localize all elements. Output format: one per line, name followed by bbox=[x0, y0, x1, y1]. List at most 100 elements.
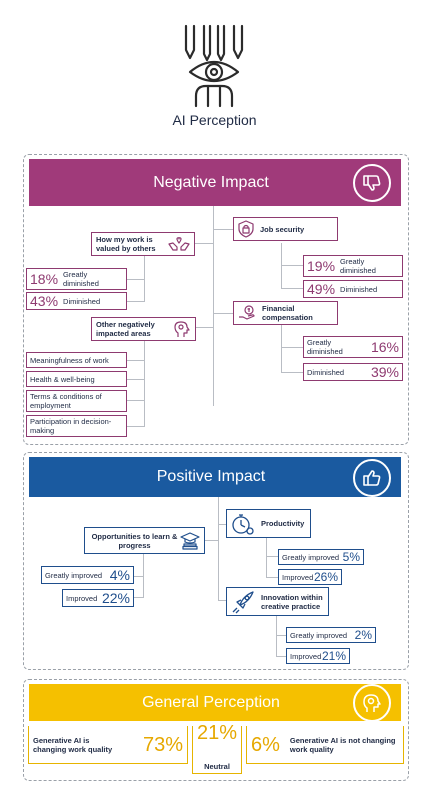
connector-line bbox=[213, 206, 214, 406]
job-security-label: Job security bbox=[260, 224, 305, 234]
productivity-pct: 26% bbox=[313, 570, 338, 584]
connector-line bbox=[281, 288, 303, 289]
not-changing-box: 6% Generative AI is not changing work qu… bbox=[246, 726, 404, 764]
connector-line bbox=[266, 538, 267, 578]
financial-node: Financial compensation bbox=[233, 301, 338, 325]
innovation-item: Greatly improved 2% bbox=[286, 627, 376, 643]
productivity-item-label: Improved bbox=[282, 572, 314, 582]
learn-node: Opportunities to learn & progress bbox=[84, 527, 205, 554]
productivity-item: Greatly improved 5% bbox=[278, 549, 364, 565]
innovation-pct: 21% bbox=[321, 649, 346, 663]
thumbs-up-icon bbox=[353, 459, 391, 497]
job-security-node: Job security bbox=[233, 217, 338, 241]
valued-item-label: Diminished bbox=[63, 296, 101, 306]
connector-line bbox=[213, 313, 233, 314]
financial-item-label: Greatly diminished bbox=[307, 338, 343, 356]
positive-banner: Positive Impact bbox=[29, 457, 401, 497]
valued-pct: 43% bbox=[30, 293, 59, 309]
valued-item-label: Greatly diminished bbox=[63, 270, 99, 288]
changing-label: Generative AI is changing work quality bbox=[33, 735, 113, 754]
productivity-pct: 5% bbox=[342, 550, 360, 564]
other-item-label: Meaningfulness of work bbox=[30, 355, 109, 365]
connector-line bbox=[205, 540, 218, 541]
connector-line bbox=[127, 400, 144, 401]
innovation-pct: 2% bbox=[354, 628, 372, 642]
money-hand-icon bbox=[238, 305, 256, 321]
other-item-label: Participation in decision-making bbox=[30, 417, 112, 435]
innovation-label: Innovation within creative practice bbox=[261, 592, 323, 611]
changing-box: Generative AI is changing work quality 7… bbox=[28, 726, 188, 764]
connector-line bbox=[266, 556, 278, 557]
connector-line bbox=[276, 616, 277, 657]
job-security-item: 49% Diminished bbox=[303, 280, 403, 298]
connector-line bbox=[127, 279, 144, 280]
connector-line bbox=[276, 656, 286, 657]
shield-lock-icon bbox=[238, 220, 254, 238]
connector-line bbox=[281, 324, 282, 373]
innovation-item-label: Greatly improved bbox=[290, 630, 348, 640]
connector-line bbox=[195, 243, 213, 244]
other-node: Other negatively impacted areas bbox=[91, 317, 196, 341]
ai-perception-icon bbox=[182, 24, 246, 108]
connector-line bbox=[127, 379, 144, 380]
connector-line bbox=[196, 327, 213, 328]
learn-item: Improved 22% bbox=[62, 589, 134, 607]
connector-line bbox=[144, 256, 145, 302]
valued-item: 18% Greatly diminished bbox=[26, 268, 127, 290]
financial-item: Greatly diminished 16% bbox=[303, 336, 403, 358]
connector-line bbox=[213, 229, 233, 230]
productivity-item-label: Greatly improved bbox=[282, 552, 340, 562]
innovation-item: Improved 21% bbox=[286, 648, 350, 664]
thumbs-down-icon bbox=[353, 164, 391, 202]
connector-line bbox=[281, 347, 303, 348]
job-security-pct: 49% bbox=[307, 281, 336, 297]
job-security-item-label: Greatly diminished bbox=[340, 257, 376, 275]
connector-line bbox=[127, 301, 144, 302]
learn-pct: 4% bbox=[109, 567, 130, 583]
other-item: Meaningfulness of work bbox=[26, 352, 127, 368]
productivity-label: Productivity bbox=[261, 519, 305, 528]
page-title: AI Perception bbox=[172, 112, 257, 128]
connector-line bbox=[218, 524, 226, 525]
connector-line bbox=[143, 554, 144, 598]
general-heading: General Perception bbox=[142, 693, 280, 711]
financial-item-label: Diminished bbox=[307, 367, 345, 377]
head-idea-icon bbox=[353, 684, 391, 722]
innovation-item-label: Improved bbox=[290, 651, 322, 661]
connector-line bbox=[276, 635, 286, 636]
other-item-label: Terms & conditions of employment bbox=[30, 392, 102, 410]
financial-label: Financial compensation bbox=[262, 304, 313, 322]
productivity-item: Improved 26% bbox=[278, 569, 342, 585]
negative-heading: Negative Impact bbox=[153, 173, 269, 191]
connector-line bbox=[127, 426, 144, 427]
connector-line bbox=[281, 243, 282, 289]
connector-line bbox=[134, 597, 143, 598]
job-security-item-label: Diminished bbox=[340, 284, 378, 294]
negative-banner: Negative Impact bbox=[29, 159, 401, 206]
innovation-node: Innovation within creative practice bbox=[226, 587, 329, 616]
grad-cap-icon bbox=[180, 531, 200, 550]
changing-pct: 73% bbox=[142, 733, 183, 756]
other-item: Terms & conditions of employment bbox=[26, 390, 127, 412]
productivity-node: Productivity bbox=[226, 509, 311, 538]
learn-item-label: Greatly improved bbox=[45, 570, 103, 580]
connector-line bbox=[144, 341, 145, 427]
valued-node: How my work is valued by others bbox=[91, 232, 195, 256]
not-changing-label: Generative AI is not changing work quali… bbox=[289, 735, 396, 754]
financial-pct: 16% bbox=[370, 339, 399, 355]
learn-pct: 22% bbox=[101, 590, 130, 606]
connector-line bbox=[266, 577, 278, 578]
job-security-item: 19% Greatly diminished bbox=[303, 255, 403, 277]
connector-line bbox=[281, 265, 303, 266]
neutral-pct: 21% bbox=[196, 722, 238, 744]
not-changing-pct: 6% bbox=[251, 733, 280, 756]
valued-label: How my work is valued by others bbox=[96, 235, 156, 253]
learn-item: Greatly improved 4% bbox=[41, 566, 134, 584]
connector-line bbox=[218, 497, 219, 601]
other-item-label: Health & well-being bbox=[30, 374, 95, 384]
other-item: Health & well-being bbox=[26, 371, 127, 387]
learn-item-label: Improved bbox=[66, 593, 98, 603]
hands-heart-icon bbox=[168, 236, 190, 252]
general-banner: General Perception bbox=[29, 684, 401, 722]
connector-line bbox=[281, 372, 303, 373]
